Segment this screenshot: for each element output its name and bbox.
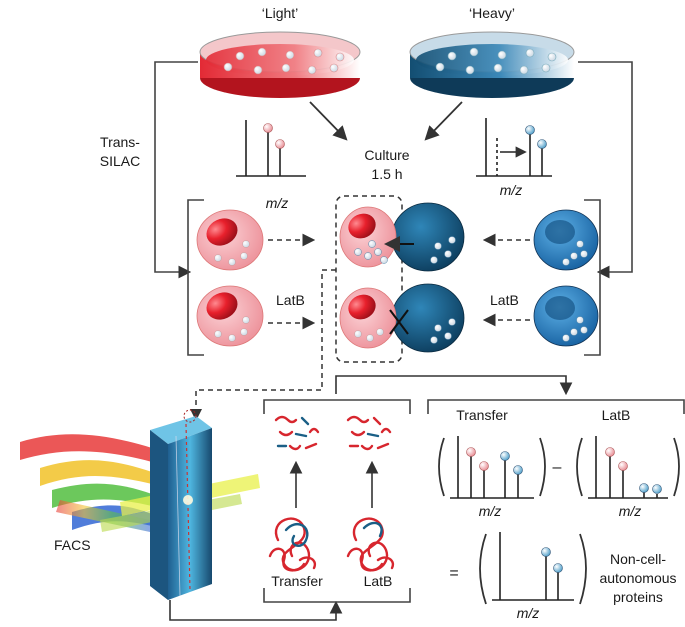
transfer-spectrum-parens [438, 437, 546, 497]
result-peak-heavy-1 [541, 547, 551, 557]
coculture-dashed-box [335, 195, 403, 363]
latb-spectrum-heading: LatB [602, 407, 631, 423]
equals-sign: = [449, 565, 458, 582]
blocked-transfer-x [389, 309, 409, 335]
coculture-heavy-cell-top [391, 202, 465, 272]
coculture-light-cell-top [339, 206, 397, 268]
facs-to-lysate-connector [169, 600, 343, 621]
facs-sorter-illustration [20, 409, 260, 600]
light-peak-2 [275, 139, 285, 149]
light-culture-dish [199, 31, 361, 98]
result-label-line3: proteins [613, 589, 663, 605]
heavy-cell-bottom-right [533, 285, 599, 347]
latb-spectrum-mz-label: m/z [619, 503, 642, 519]
spectra-group-bracket [427, 399, 685, 414]
trans-silac-label-line2: SILAC [100, 153, 140, 169]
trans-silac-right-connector [578, 61, 633, 279]
heavy-cell-top-right [533, 209, 599, 271]
transfer-spectrum-mz-label: m/z [479, 503, 502, 519]
culture-label-line2: 1.5 h [371, 166, 402, 182]
light-to-culture-arrow [309, 101, 348, 141]
result-spectrum-lines [492, 532, 574, 601]
light-peak-1 [263, 123, 273, 133]
transfer-protein-tangle [268, 517, 317, 572]
latb-peptide-fragments [346, 415, 392, 451]
trans-silac-left-connector [154, 61, 198, 279]
heavy-dish-label: ‘Heavy’ [469, 5, 515, 21]
culture-label-line1: Culture [364, 147, 409, 163]
light-cell-top-left [196, 209, 264, 271]
light-spectrum-mz-label: m/z [266, 195, 289, 211]
analysis-split-connector [335, 375, 573, 396]
lysate-bracket-top [263, 399, 411, 414]
transfer-peptide-fragments [274, 415, 320, 451]
transfer-peak-light-2 [479, 461, 489, 471]
heavy-culture-dish [409, 31, 575, 98]
result-spectrum-mz-label: m/z [517, 605, 540, 621]
transfer-peak-light-1 [466, 447, 476, 457]
latb-sample-label: LatB [364, 573, 393, 589]
transfer-peak-heavy-2 [513, 465, 523, 475]
minus-sign: – [553, 459, 562, 476]
light-cell-bottom-left [196, 285, 264, 347]
heavy-to-culture-arrow [424, 101, 463, 141]
latb-protein-tangle [346, 517, 395, 572]
result-label-line1: Non-cell- [610, 551, 666, 567]
transfer-spectrum-lines [450, 436, 534, 499]
transfer-peak-heavy-1 [500, 451, 510, 461]
latb-peak-light-1 [605, 447, 615, 457]
light-cells-bracket [187, 199, 204, 356]
latb-label-right: LatB [490, 292, 519, 308]
lysate-bracket-bottom [263, 588, 411, 603]
light-mass-spectrum [236, 120, 306, 177]
transfer-sample-label: Transfer [271, 573, 323, 589]
heavy-peak-1 [525, 125, 535, 135]
heavy-mass-spectrum [476, 118, 552, 177]
light-dish-label: ‘Light’ [262, 5, 299, 21]
latb-peak-heavy-2 [652, 484, 662, 494]
coculture-to-facs-dashed-path [190, 269, 336, 421]
transfer-spectrum-heading: Transfer [456, 407, 508, 423]
result-peak-heavy-2 [553, 563, 563, 573]
latb-label-left: LatB [276, 292, 305, 308]
heavy-spectrum-mz-label: m/z [500, 182, 523, 198]
facs-label: FACS [54, 537, 91, 553]
coculture-light-cell-bottom [339, 287, 397, 349]
latb-peak-heavy-1 [639, 483, 649, 493]
latb-peak-light-2 [618, 461, 628, 471]
result-spectrum-parens [479, 533, 587, 605]
heavy-cells-bracket [584, 199, 601, 356]
heavy-peak-2 [537, 139, 547, 149]
coculture-heavy-cell-bottom [391, 283, 465, 353]
latb-spectrum-parens [576, 437, 680, 497]
result-label-line2: autonomous [599, 570, 676, 586]
trans-silac-label-line1: Trans- [100, 134, 140, 150]
latb-spectrum-lines [588, 436, 668, 499]
